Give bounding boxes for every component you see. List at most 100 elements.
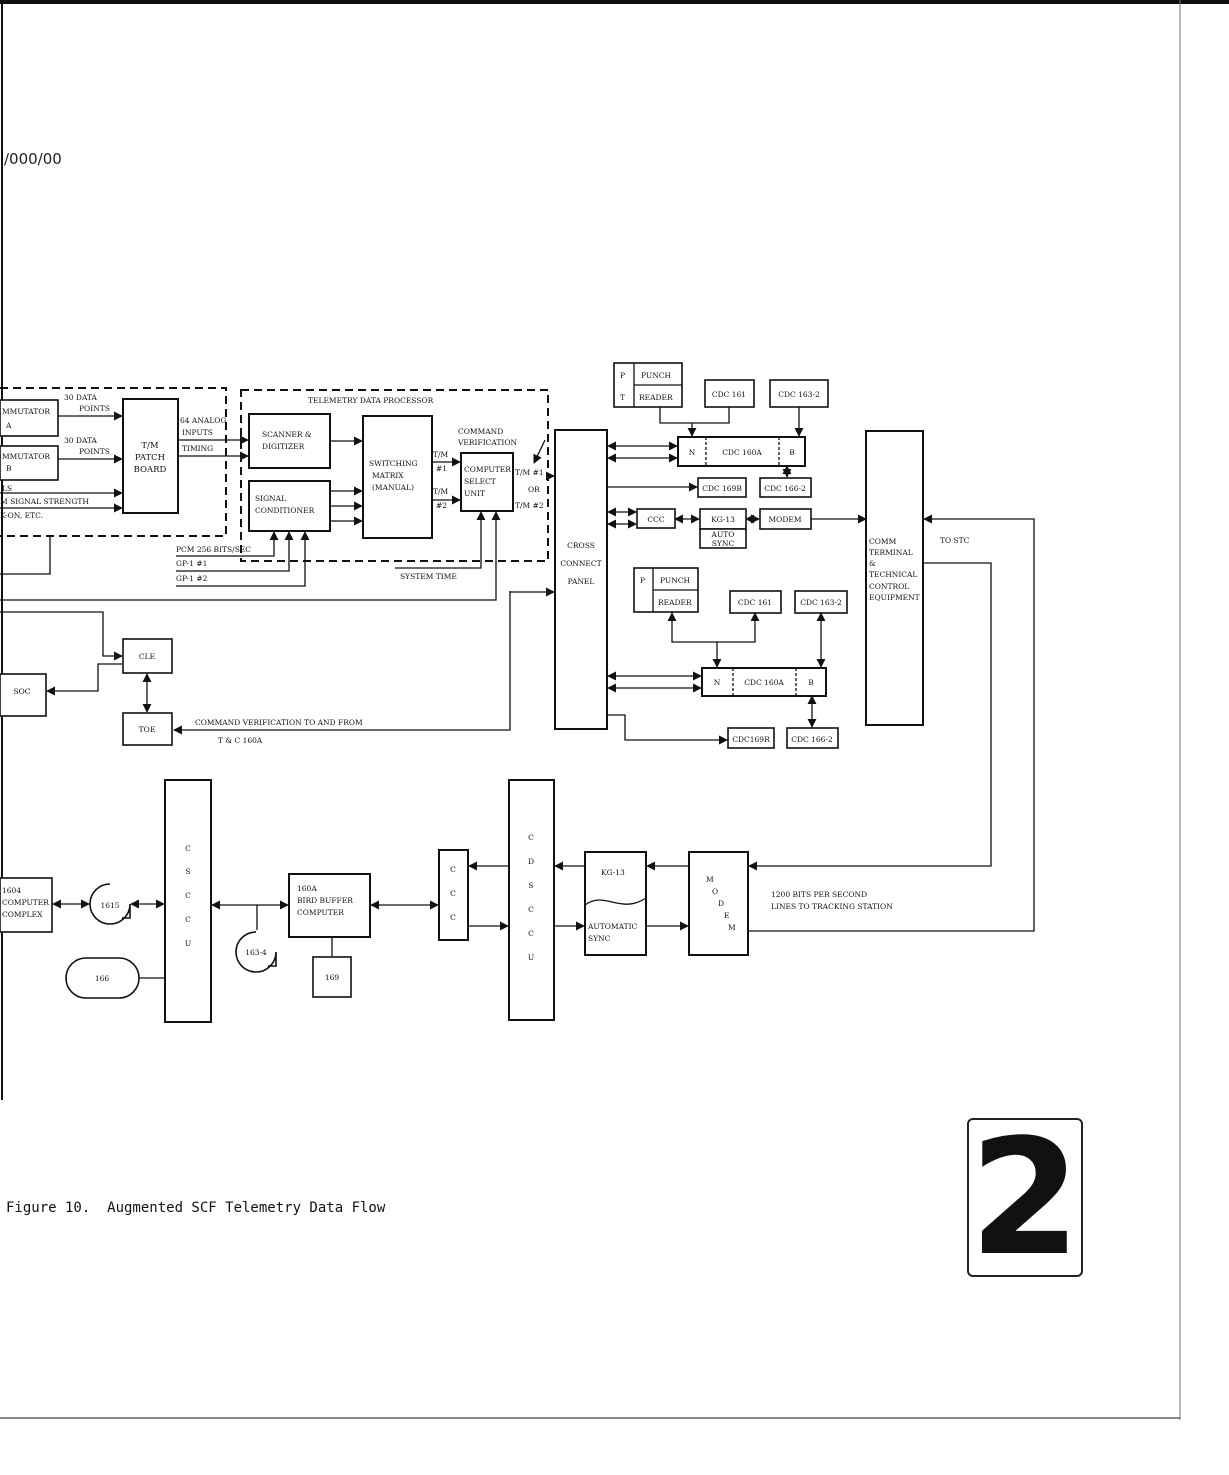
cdc160a-upper-label: CDC 160A	[722, 448, 762, 457]
punch-lower-label: PUNCH	[660, 576, 691, 585]
cscu-box	[164, 779, 212, 1023]
bird-buffer-label-1: 160A	[297, 884, 317, 893]
punch-upper-label: PUNCH	[641, 371, 672, 380]
commutator-a-box	[0, 399, 59, 437]
lower-io-bus	[667, 612, 760, 643]
box-169	[312, 956, 352, 998]
modem-bottom-box	[688, 851, 749, 956]
auto-sync-upper-label-2: SYNC	[712, 539, 735, 548]
cscu-label-2: S	[185, 867, 190, 876]
to-stc-label: TO STC	[940, 536, 970, 545]
switching-matrix-label-2: MATRIX	[372, 471, 404, 480]
cdc163-upper-label: CDC 163-2	[778, 390, 820, 399]
computer-complex-label-1: 1604	[2, 886, 21, 895]
cmd-verif-line-label-2: T & C 160A	[218, 736, 263, 745]
reader-lower-label: READER	[658, 598, 692, 607]
cdc166-upper-box	[759, 477, 812, 498]
kg13-sync-box	[584, 851, 647, 956]
modem-bottom-label-2: O	[712, 887, 718, 896]
toe-box	[122, 712, 173, 746]
computer-select-label-2: SELECT	[464, 477, 496, 486]
cdc160a-lower-box	[701, 667, 827, 697]
cdc166-lower-box	[786, 727, 839, 749]
pt-p-label: P	[620, 371, 625, 380]
cscu-label-1: C	[185, 844, 191, 853]
cdc163-lower-label: CDC 163-2	[800, 598, 842, 607]
left-to-select-line	[0, 511, 501, 601]
cle-label: CLE	[139, 652, 155, 661]
upper-io-bus	[659, 407, 730, 424]
ccc-bottom-label-2: C	[450, 889, 456, 898]
lines-note-1: 1200 BITS PER SECOND	[771, 890, 867, 899]
cdc161-lower-label: CDC 161	[738, 598, 772, 607]
tm2-label-1: T/M	[433, 487, 449, 496]
cdscu-label-6: U	[528, 953, 534, 962]
switching-matrix-label-1: SWITCHING	[369, 459, 418, 468]
tape-166-label: 166	[95, 974, 110, 983]
cdc160a-lower-n-label: N	[714, 678, 721, 687]
computer-complex-label-3: COMPLEX	[2, 910, 43, 919]
command-verification-to-toe-line	[173, 592, 511, 735]
reader-upper-label: READER	[639, 393, 673, 402]
comm-terminal-label-2: TERMINAL	[869, 548, 913, 557]
toe-label: TOE	[139, 725, 156, 734]
auto-sync-upper-box	[699, 528, 747, 549]
auto-sync-bottom-label-1: AUTOMATIC	[587, 922, 638, 931]
cdc169-upper-box	[697, 477, 747, 498]
soc-box	[0, 673, 47, 717]
computer-select-unit-box	[460, 452, 514, 512]
system-time-line	[395, 511, 486, 569]
modem-bottom-label-4: E	[724, 911, 729, 920]
cdscu-label-2: D	[528, 857, 534, 866]
panel-to-cdc169-lower-arrow	[608, 714, 728, 745]
figure-caption: Figure 10. Augmented SCF Telemetry Data …	[6, 1200, 386, 1216]
ccc-upper-label: CCC	[647, 515, 664, 524]
cdscu-label-5: C	[528, 929, 534, 938]
scanner-label-2: DIGITIZER	[262, 442, 305, 451]
out-tm1-label: T/M #1	[515, 468, 544, 477]
cross-connect-panel-box	[554, 429, 608, 730]
gp1-1-label: GP-1 #1	[176, 559, 207, 568]
modem-upper-label: MODEM	[769, 515, 802, 524]
commutator-a-label-1: MMUTATOR	[2, 407, 50, 416]
signal-conditioner-label-1: SIGNAL	[255, 494, 286, 503]
comm-terminal-label-4: TECHNICAL	[869, 570, 917, 579]
cdc160a-upper-n-label: N	[689, 448, 696, 457]
comm-terminal-label-3: &	[869, 559, 876, 568]
source-dashed-group	[0, 387, 227, 537]
pcm-label: PCM 256 BITS/SEC	[176, 545, 251, 554]
out-tm2-label: T/M #2	[515, 501, 544, 510]
cdc160a-lower-b-label: B	[808, 678, 814, 687]
switching-matrix-label-3: (MANUAL)	[372, 483, 414, 492]
cdc166-lower-label: CDC 166-2	[791, 735, 833, 744]
patch-board-label-1: T/M	[141, 441, 159, 451]
out-or-label: OR	[528, 485, 540, 494]
tape-163-icon	[235, 931, 277, 973]
ccc-bottom-label-1: C	[450, 865, 456, 874]
kg13-sync-divider	[584, 897, 647, 906]
data-points-2-label-1: 30 DATA	[64, 436, 98, 445]
cdc169-upper-label: CDC 169B	[702, 484, 742, 493]
pcm-line	[176, 531, 279, 557]
computer-complex-label-2: COMPUTER	[2, 898, 49, 907]
command-verification-arrow	[533, 439, 546, 464]
commutator-b-label-1: MMUTATOR	[2, 452, 50, 461]
gp1-2-label: GP-1 #2	[176, 574, 208, 583]
commutator-b-label-2: B	[6, 464, 12, 473]
computer-select-label-3: UNIT	[464, 489, 485, 498]
pt-t-label: T	[620, 393, 625, 402]
signal-strength-label-3: K-ON, ETC.	[0, 511, 43, 520]
auto-sync-upper-label-1: AUTO	[711, 530, 735, 539]
scanner-digitizer-box	[248, 413, 331, 469]
command-verification-label-2: VERIFICATION	[457, 438, 518, 447]
gp1-2-line	[176, 531, 310, 587]
auto-sync-bottom-label-2: SYNC	[588, 934, 611, 943]
comm-terminal-label-6: EQUIPMENT	[869, 593, 920, 602]
patch-board-label-2: PATCH	[135, 453, 165, 463]
patch-board-box	[122, 398, 179, 514]
command-verification-label-1: COMMAND	[458, 427, 503, 436]
cross-connect-label-3: PANEL	[568, 577, 595, 586]
gp1-1-line	[176, 531, 294, 572]
left-feed-line	[0, 536, 51, 575]
